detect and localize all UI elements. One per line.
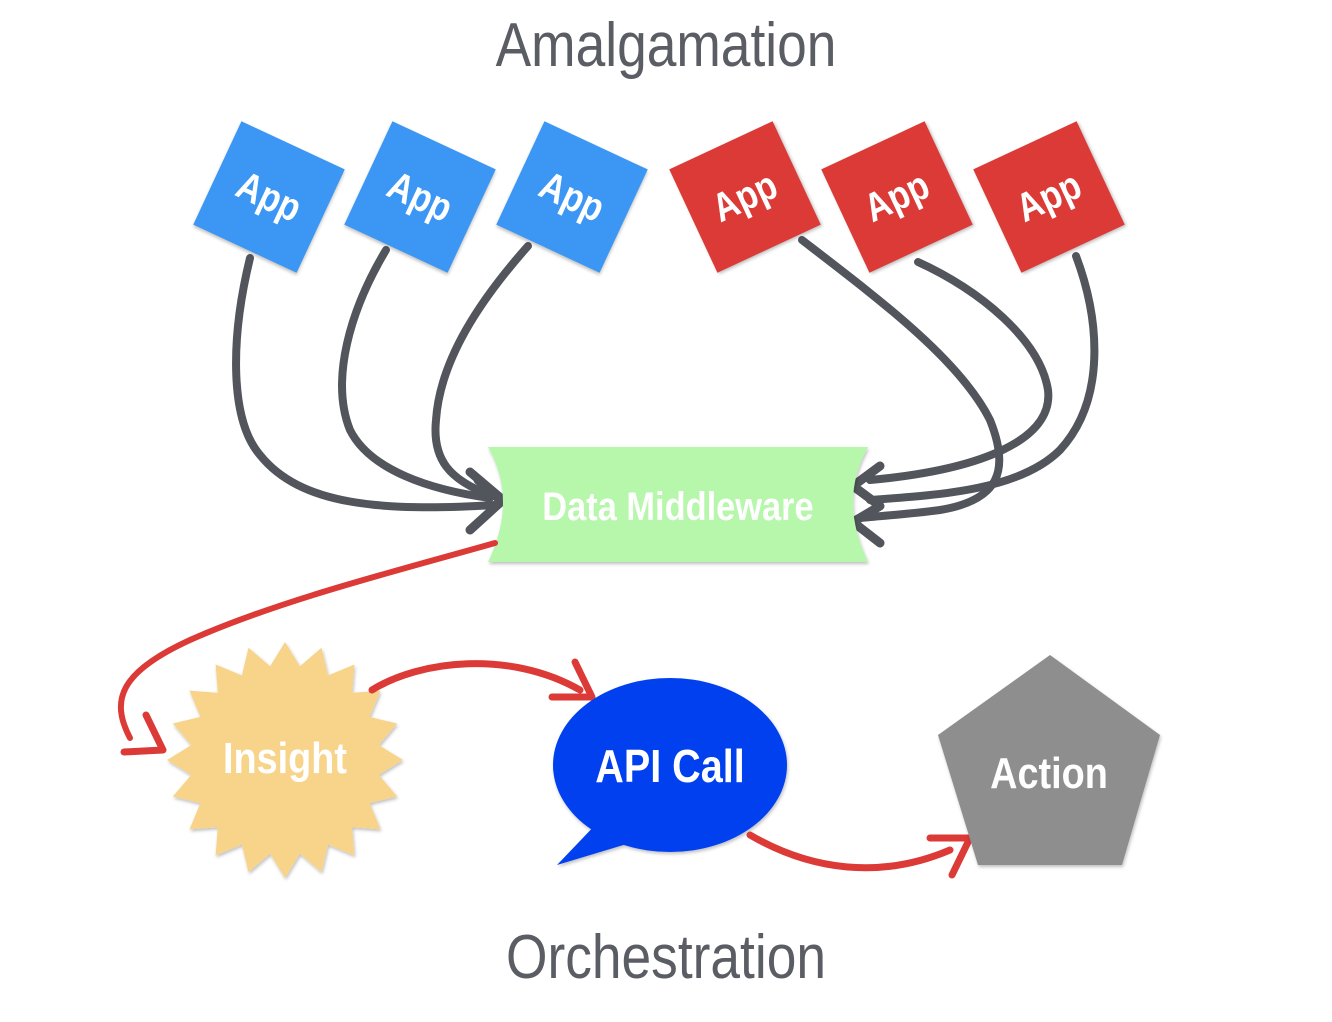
app-label: App bbox=[1009, 162, 1089, 231]
arrow-app2-to-middleware bbox=[338, 246, 494, 502]
action-label: Action bbox=[990, 748, 1108, 797]
arrow-app5-to-middleware bbox=[866, 258, 1053, 484]
arrow-insight-to-api bbox=[368, 660, 584, 694]
title-amalgamation: Amalgamation bbox=[495, 11, 837, 80]
action-node bbox=[938, 655, 1160, 865]
arrow-middleware-to-insight bbox=[117, 540, 498, 741]
arrowhead-api bbox=[548, 658, 596, 701]
arrowhead-right bbox=[848, 461, 885, 548]
middleware-node bbox=[488, 447, 868, 562]
title-orchestration: Orchestration bbox=[505, 923, 827, 992]
app-label: App bbox=[705, 162, 785, 231]
app-label: App bbox=[532, 162, 612, 231]
insight-label: Insight bbox=[223, 733, 347, 782]
arrow-app6-to-middleware bbox=[866, 252, 1099, 504]
api-call-label: API Call bbox=[595, 741, 744, 792]
arrow-app3-to-middleware bbox=[431, 242, 532, 499]
app-label: App bbox=[229, 162, 309, 231]
arrowhead-insight bbox=[120, 711, 167, 756]
arrow-app4-to-middleware bbox=[798, 236, 1004, 522]
app-label: App bbox=[857, 162, 937, 231]
api-call-node bbox=[553, 678, 787, 865]
arrow-app1-to-middleware bbox=[232, 254, 499, 512]
arrow-api-to-action bbox=[746, 831, 954, 872]
insight-node bbox=[167, 642, 403, 878]
middleware-label: Data Middleware bbox=[542, 484, 813, 529]
app-label: App bbox=[380, 162, 460, 231]
